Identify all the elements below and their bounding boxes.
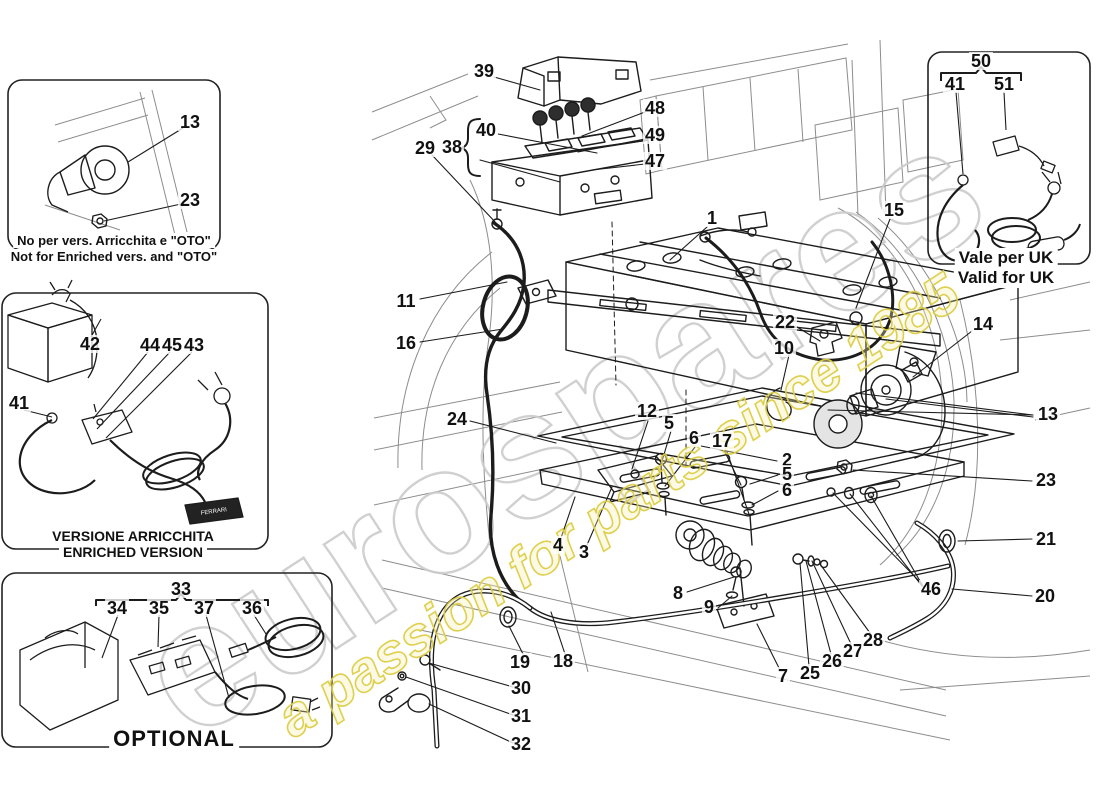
battery-drawing — [547, 211, 1019, 467]
inset-enriched-caption-line2: ENRICHED VERSION — [58, 544, 208, 561]
part-callout-13: 13 — [177, 112, 203, 132]
leader-lines — [405, 76, 1034, 744]
part-callout-3: 3 — [576, 542, 592, 562]
part-callout-18: 18 — [550, 651, 576, 671]
charger-brand-label: FERRARI — [200, 507, 227, 517]
part-callout-6: 6 — [779, 480, 795, 500]
part-callout-16: 16 — [393, 333, 419, 353]
part-callout-17: 17 — [709, 431, 735, 451]
inset-horn-drawing — [47, 127, 184, 229]
part-callout-9: 9 — [701, 597, 717, 617]
part-callout-23: 23 — [1033, 470, 1059, 490]
part-callout-44: 44 — [137, 335, 163, 355]
hose-drawings — [378, 520, 956, 749]
part-callout-50: 50 — [968, 51, 994, 71]
part-callout-32: 32 — [508, 734, 534, 754]
inset-optional-drawing — [19, 593, 325, 731]
part-callout-51: 51 — [991, 74, 1017, 94]
part-callout-5: 5 — [661, 413, 677, 433]
part-callout-22: 22 — [772, 312, 798, 332]
inset-uk-caption-line2: Valid for UK — [953, 268, 1059, 288]
part-callout-39: 39 — [471, 61, 497, 81]
part-callout-29: 29 — [412, 138, 438, 158]
positive-cable-drawing — [704, 236, 895, 362]
part-callout-20: 20 — [1032, 586, 1058, 606]
support-plate-drawing — [539, 423, 965, 629]
part-callout-45: 45 — [159, 335, 185, 355]
part-callout-8: 8 — [670, 583, 686, 603]
part-callout-6: 6 — [686, 428, 702, 448]
actuator-drawing — [675, 520, 829, 579]
part-callout-25: 25 — [797, 663, 823, 683]
part-callout-13: 13 — [1035, 404, 1061, 424]
part-callout-46: 46 — [918, 579, 944, 599]
part-callout-4: 4 — [550, 535, 566, 555]
ground-cable-drawing — [480, 221, 530, 608]
part-callout-7: 7 — [775, 666, 791, 686]
part-callout-31: 31 — [508, 706, 534, 726]
part-callout-35: 35 — [146, 598, 172, 618]
part-callout-21: 21 — [1033, 529, 1059, 549]
inset-uk-caption-line1: Vale per UK — [954, 248, 1058, 268]
part-callout-41: 41 — [942, 74, 968, 94]
inset-optional-caption: OPTIONAL — [109, 727, 239, 751]
part-callout-40: 40 — [473, 120, 499, 140]
inset-not-enriched-caption-line2: Not for Enriched vers. and "OTO" — [6, 249, 222, 264]
part-callout-24: 24 — [444, 409, 470, 429]
part-callout-5: 5 — [779, 464, 795, 484]
part-callout-19: 19 — [507, 652, 533, 672]
car-body-lines — [44, 39, 1091, 741]
part-callout-14: 14 — [970, 314, 996, 334]
part-callout-12: 12 — [634, 401, 660, 421]
part-callout-11: 11 — [394, 291, 418, 311]
part-callout-48: 48 — [642, 98, 668, 118]
part-callout-30: 30 — [508, 678, 534, 698]
cable-clamps-drawing — [491, 208, 557, 305]
part-callout-26: 26 — [819, 651, 845, 671]
part-callout-42: 42 — [77, 334, 103, 354]
part-callout-37: 37 — [191, 598, 217, 618]
horn-assembly-drawing — [766, 321, 946, 504]
inset-not-enriched-caption-line1: No per vers. Arricchita e "OTO" — [13, 233, 215, 248]
part-callout-2: 2 — [779, 450, 795, 470]
part-callout-33: 33 — [168, 579, 194, 599]
part-callout-1: 1 — [704, 208, 720, 228]
part-callout-23: 23 — [177, 190, 203, 210]
part-callout-34: 34 — [104, 598, 130, 618]
inset-enriched-caption-line1: VERSIONE ARRICCHITA — [48, 528, 218, 545]
part-callout-43: 43 — [181, 335, 207, 355]
part-callout-27: 27 — [840, 641, 866, 661]
part-callout-36: 36 — [239, 598, 265, 618]
fusebox-cover-drawing — [517, 56, 642, 107]
part-callout-49: 49 — [642, 125, 668, 145]
part-callout-10: 10 — [771, 338, 797, 358]
part-callout-38: 38 — [439, 137, 465, 157]
inset-enriched-drawing: FERRARI — [7, 279, 244, 525]
part-callout-47: 47 — [642, 151, 668, 171]
part-callout-15: 15 — [881, 200, 907, 220]
part-callout-41: 41 — [6, 393, 32, 413]
battery-tray-drawing — [537, 387, 1015, 487]
main-parts-art — [378, 56, 1034, 749]
part-callout-28: 28 — [860, 630, 886, 650]
